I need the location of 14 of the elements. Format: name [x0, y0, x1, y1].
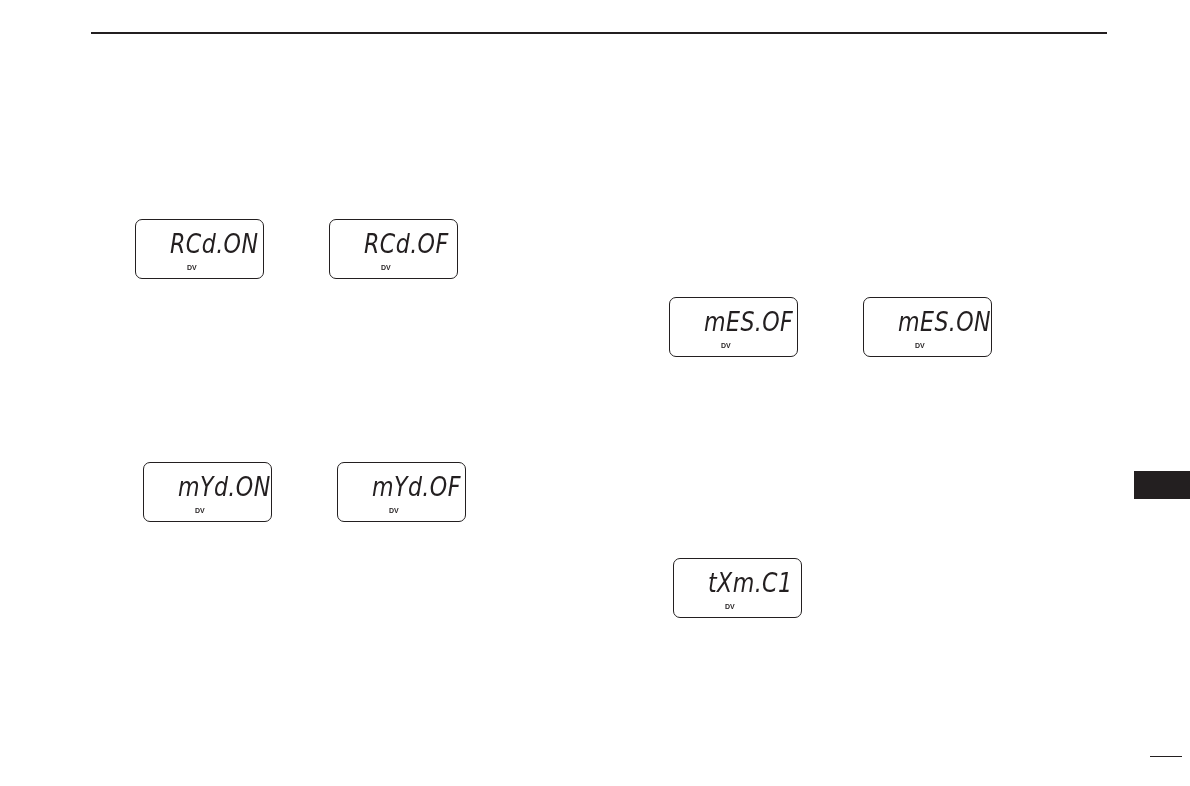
- lcd-display-panel: [329, 219, 458, 279]
- display-readout: mYd.OF: [372, 472, 461, 502]
- display-readout: mES.OF: [704, 307, 794, 337]
- lcd-display-panel: [669, 297, 798, 357]
- lcd-display-panel: [673, 558, 802, 618]
- lcd-display-panel: [863, 297, 992, 357]
- display-readout: tXm.C1: [708, 568, 793, 598]
- display-readout: RCd.OF: [364, 229, 449, 259]
- display-readout: mES.ON: [898, 307, 992, 337]
- display-readout: RCd.ON: [170, 229, 259, 259]
- lcd-display-panel: [143, 462, 272, 522]
- display-readout: mYd.ON: [178, 472, 271, 502]
- lcd-display-panel: [135, 219, 264, 279]
- lcd-display-panel: [337, 462, 466, 522]
